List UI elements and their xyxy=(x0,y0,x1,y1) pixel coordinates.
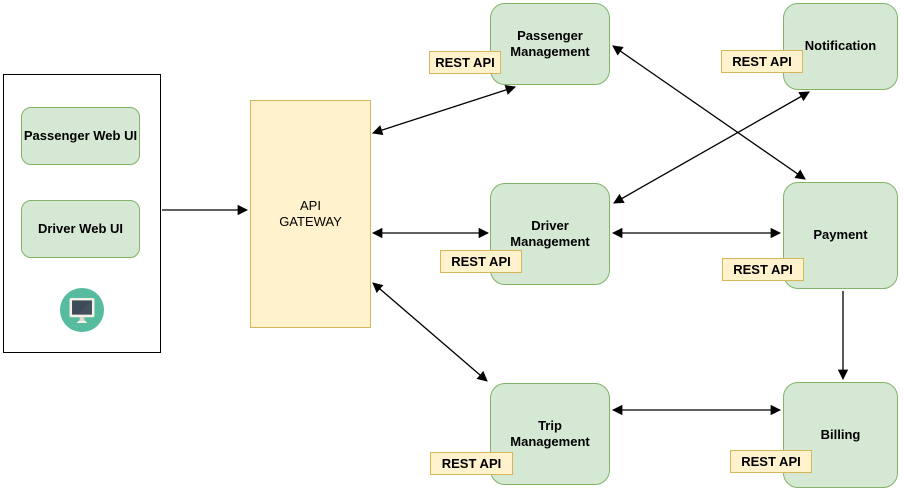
rest-api-badge-passenger-management: REST API xyxy=(429,51,501,74)
desktop-monitor-icon xyxy=(59,287,105,333)
passenger-web-ui-node: Passenger Web UI xyxy=(21,107,140,165)
edge-driver-management-notification xyxy=(613,91,810,204)
rest-api-badge-payment: REST API xyxy=(722,258,804,281)
rest-api-badge-label: REST API xyxy=(741,454,801,469)
payment-label: Payment xyxy=(813,227,868,243)
rest-api-badge-label: REST API xyxy=(441,456,502,471)
rest-api-badge-driver-management: REST API xyxy=(440,250,522,273)
edge-gateway-passenger-management xyxy=(372,84,516,136)
api-gateway-label: API GATEWAY xyxy=(279,197,342,229)
rest-api-badge-notification: REST API xyxy=(721,50,803,73)
rest-api-badge-label: REST API xyxy=(435,55,495,70)
billing-label: Billing xyxy=(820,426,861,442)
desktop-monitor-icon-svg xyxy=(59,287,105,333)
passenger-management-node: Passenger Management xyxy=(490,3,610,85)
driver-management-label: Driver Management xyxy=(510,217,590,249)
driver-web-ui-node: Driver Web UI xyxy=(21,200,140,258)
rest-api-badge-label: REST API xyxy=(451,254,511,269)
rest-api-badge-billing: REST API xyxy=(730,450,812,473)
passenger-management-label: Passenger Management xyxy=(510,27,590,59)
rest-api-badge-label: REST API xyxy=(733,262,793,277)
trip-management-label: Trip Management xyxy=(510,417,590,449)
passenger-web-ui-label: Passenger Web UI xyxy=(23,127,138,143)
notification-label: Notification xyxy=(804,38,877,54)
driver-web-ui-label: Driver Web UI xyxy=(37,220,123,236)
driver-management-node: Driver Management xyxy=(490,183,610,285)
edge-gateway-trip-management xyxy=(372,282,488,382)
rest-api-badge-label: REST API xyxy=(732,54,792,69)
api-gateway-node: API GATEWAY xyxy=(250,100,371,328)
notification-node: Notification xyxy=(783,3,898,90)
rest-api-badge-trip-management: REST API xyxy=(430,452,513,475)
